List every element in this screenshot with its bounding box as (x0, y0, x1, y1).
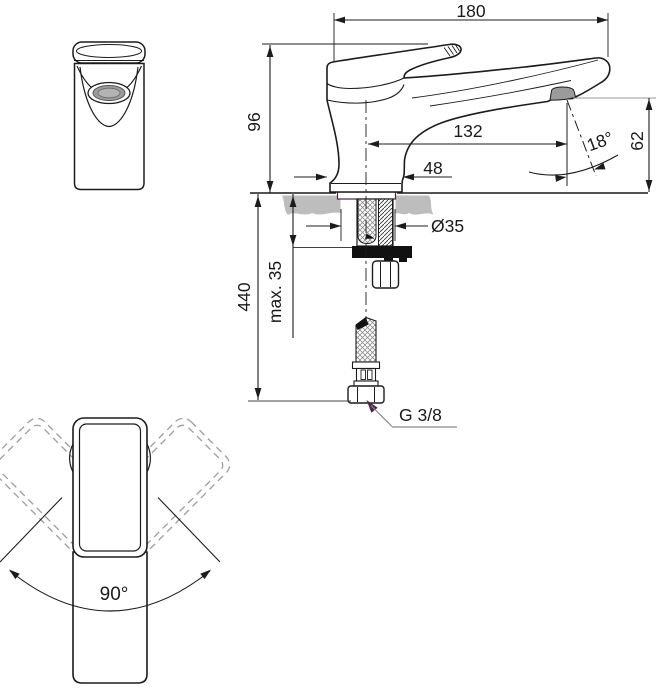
dim-label-132: 132 (453, 121, 482, 141)
aerator-outlet (549, 86, 577, 101)
outlet-angle-axis (566, 99, 597, 177)
cartridge-dome-line (326, 84, 405, 104)
dim-label-180: 180 (456, 1, 485, 21)
handle-side-bump-right (146, 443, 152, 473)
cap-top-ellipse (76, 44, 142, 58)
handle-plan-inner (78, 423, 142, 552)
handle-plan-outer (72, 417, 148, 558)
mounting-deck (250, 192, 648, 215)
handle-cap-front (72, 41, 146, 64)
faucet-plan-view (68, 417, 152, 684)
deck-section-right (395, 195, 434, 215)
hose-pointer-arrow (365, 233, 375, 239)
shank-hex-nut (371, 260, 400, 289)
dim-label-90deg: 90° (100, 584, 129, 605)
body-column-plan (72, 551, 148, 684)
front-view-faucet (72, 41, 146, 191)
dim-label-62: 62 (627, 131, 647, 150)
dimension-labels: 180 96 132 48 62 18° Ø35 max. 35 440 G 3… (234, 1, 647, 425)
swivel-arrowhead-right (200, 569, 211, 580)
g38-callout (366, 400, 457, 428)
swivel-arrowhead-left (9, 569, 20, 580)
dim-label-440: 440 (234, 282, 254, 311)
dim-label-48: 48 (423, 158, 442, 178)
hose-connector (355, 367, 377, 382)
dim-label-18deg: 18° (584, 127, 616, 155)
dim-label-96: 96 (244, 112, 264, 131)
below-deck-assembly (347, 100, 412, 404)
shank-thread-hatch (378, 198, 393, 247)
angle-arc-18 (528, 154, 619, 176)
g38-hex-nut (347, 385, 385, 404)
dim-label-d35: Ø35 (431, 216, 464, 236)
lever-tip-hatch (443, 44, 460, 57)
spout-drape-curve-left (76, 65, 92, 88)
deck-section-left (282, 195, 341, 215)
mounting-locknut (352, 246, 412, 262)
aerator-inner-face (97, 87, 121, 99)
swivel-radial-right (157, 497, 221, 563)
hose-ferrule (351, 361, 381, 370)
swivel-arc (9, 570, 211, 612)
connector-slot (367, 369, 373, 380)
spout-seam-upper (411, 59, 599, 99)
base-gasket (336, 191, 397, 200)
connector-flange (353, 380, 379, 387)
spout-drape-curve-right (126, 65, 143, 88)
dimension-arrowheads (254, 16, 653, 399)
dim-label-g38: G 3/8 (399, 405, 442, 425)
handle-side-bump-left (68, 443, 74, 473)
connector-slot (360, 369, 366, 380)
hose-cut-end (356, 317, 369, 330)
g38-leader-line (370, 405, 393, 427)
top-view-swivel: 90° (0, 417, 231, 684)
dim-label-max35: max. 35 (265, 261, 285, 323)
swivel-angle-dimension (0, 497, 221, 612)
dimensions (248, 13, 656, 428)
inner-hose-cutaway (357, 198, 377, 245)
spout-seam-lower (429, 80, 572, 107)
lever-underside-line (326, 77, 405, 90)
swivel-radial-left (0, 497, 63, 563)
spout-underside-arc (79, 66, 139, 128)
